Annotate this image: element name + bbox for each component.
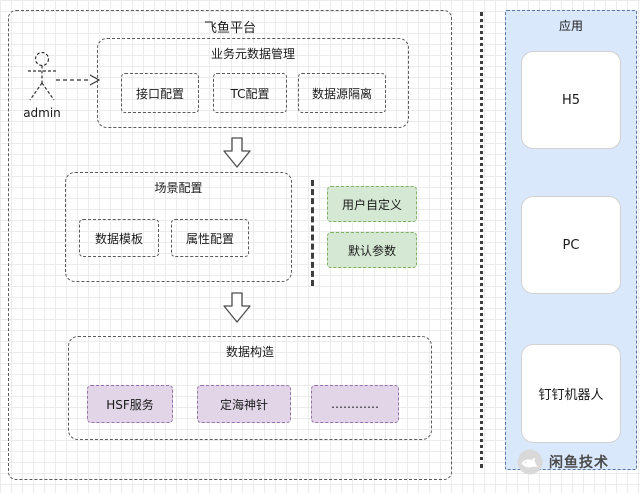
metadata-item-interface-config: 接口配置 bbox=[121, 73, 199, 113]
metadata-item-tc-config: TC配置 bbox=[213, 73, 287, 113]
scene-item-data-template: 数据模板 bbox=[79, 219, 159, 257]
scene-group: 场景配置 数据模板 属性配置 bbox=[65, 172, 292, 282]
construct-item-dinghai: 定海神针 bbox=[197, 385, 291, 423]
platform-title: 飞鱼平台 bbox=[203, 21, 256, 36]
actor-arrow-icon bbox=[56, 74, 100, 86]
metadata-item-datasource-isolation: 数据源隔离 bbox=[298, 73, 386, 113]
apps-panel: 应用 H5 PC 钉钉机器人 bbox=[505, 10, 637, 470]
construct-group-title: 数据构造 bbox=[225, 345, 274, 359]
actor-icon bbox=[28, 51, 56, 101]
app-box-dingtalk-robot: 钉钉机器人 bbox=[521, 344, 621, 443]
flow-arrow-down-icon bbox=[223, 137, 251, 168]
construct-group: 数据构造 HSF服务 定海神针 ………… bbox=[68, 336, 432, 440]
actor-label: admin bbox=[23, 106, 61, 120]
construct-item-ellipsis: ………… bbox=[311, 385, 399, 423]
app-box-pc: PC bbox=[521, 196, 621, 294]
fish-logo-icon bbox=[517, 449, 543, 475]
metadata-group-title: 业务元数据管理 bbox=[210, 47, 295, 61]
metadata-group: 业务元数据管理 接口配置 TC配置 数据源隔离 bbox=[97, 38, 409, 128]
scene-item-property-config: 属性配置 bbox=[171, 219, 249, 257]
side-note-user-custom: 用户自定义 bbox=[327, 186, 417, 222]
apps-separator bbox=[480, 12, 483, 468]
scene-group-title: 场景配置 bbox=[154, 181, 203, 195]
platform-container: 飞鱼平台 bbox=[8, 10, 452, 480]
app-box-h5: H5 bbox=[521, 51, 621, 149]
side-note-default-params: 默认参数 bbox=[327, 232, 417, 268]
brand-watermark: 闲鱼技术 bbox=[517, 449, 609, 475]
apps-panel-title: 应用 bbox=[558, 19, 583, 33]
flow-arrow-down-icon bbox=[223, 292, 251, 323]
construct-item-hsf-service: HSF服务 bbox=[87, 385, 173, 423]
brand-text: 闲鱼技术 bbox=[549, 455, 609, 471]
notes-divider bbox=[311, 180, 314, 286]
